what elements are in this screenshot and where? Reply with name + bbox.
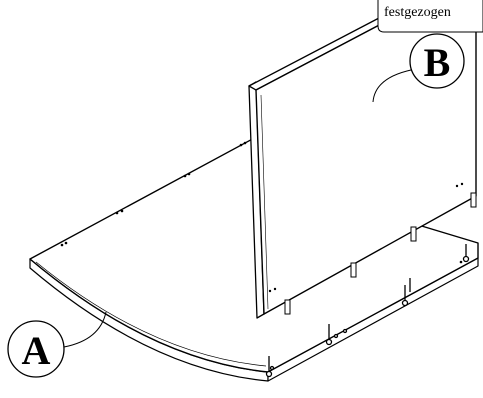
base-screws (265, 244, 470, 378)
callout-a-label: A (22, 328, 51, 373)
base-board (29, 135, 479, 382)
callout-a-circle (7, 320, 65, 378)
callout-b-leader (372, 69, 412, 103)
callout-b: B (372, 33, 465, 103)
upright-panel (248, 17, 477, 319)
callout-a: A (7, 311, 107, 378)
panel-holes (268, 182, 464, 293)
panel-dowels (284, 192, 477, 315)
callout-b-circle (409, 33, 465, 89)
callout-a-leader (63, 311, 107, 348)
callout-b-label: B (424, 40, 451, 85)
tightened-tab: festgezogen (377, 0, 483, 33)
tightened-tab-text: festgezogen (384, 5, 451, 20)
tightened-tab-box (377, 0, 483, 33)
